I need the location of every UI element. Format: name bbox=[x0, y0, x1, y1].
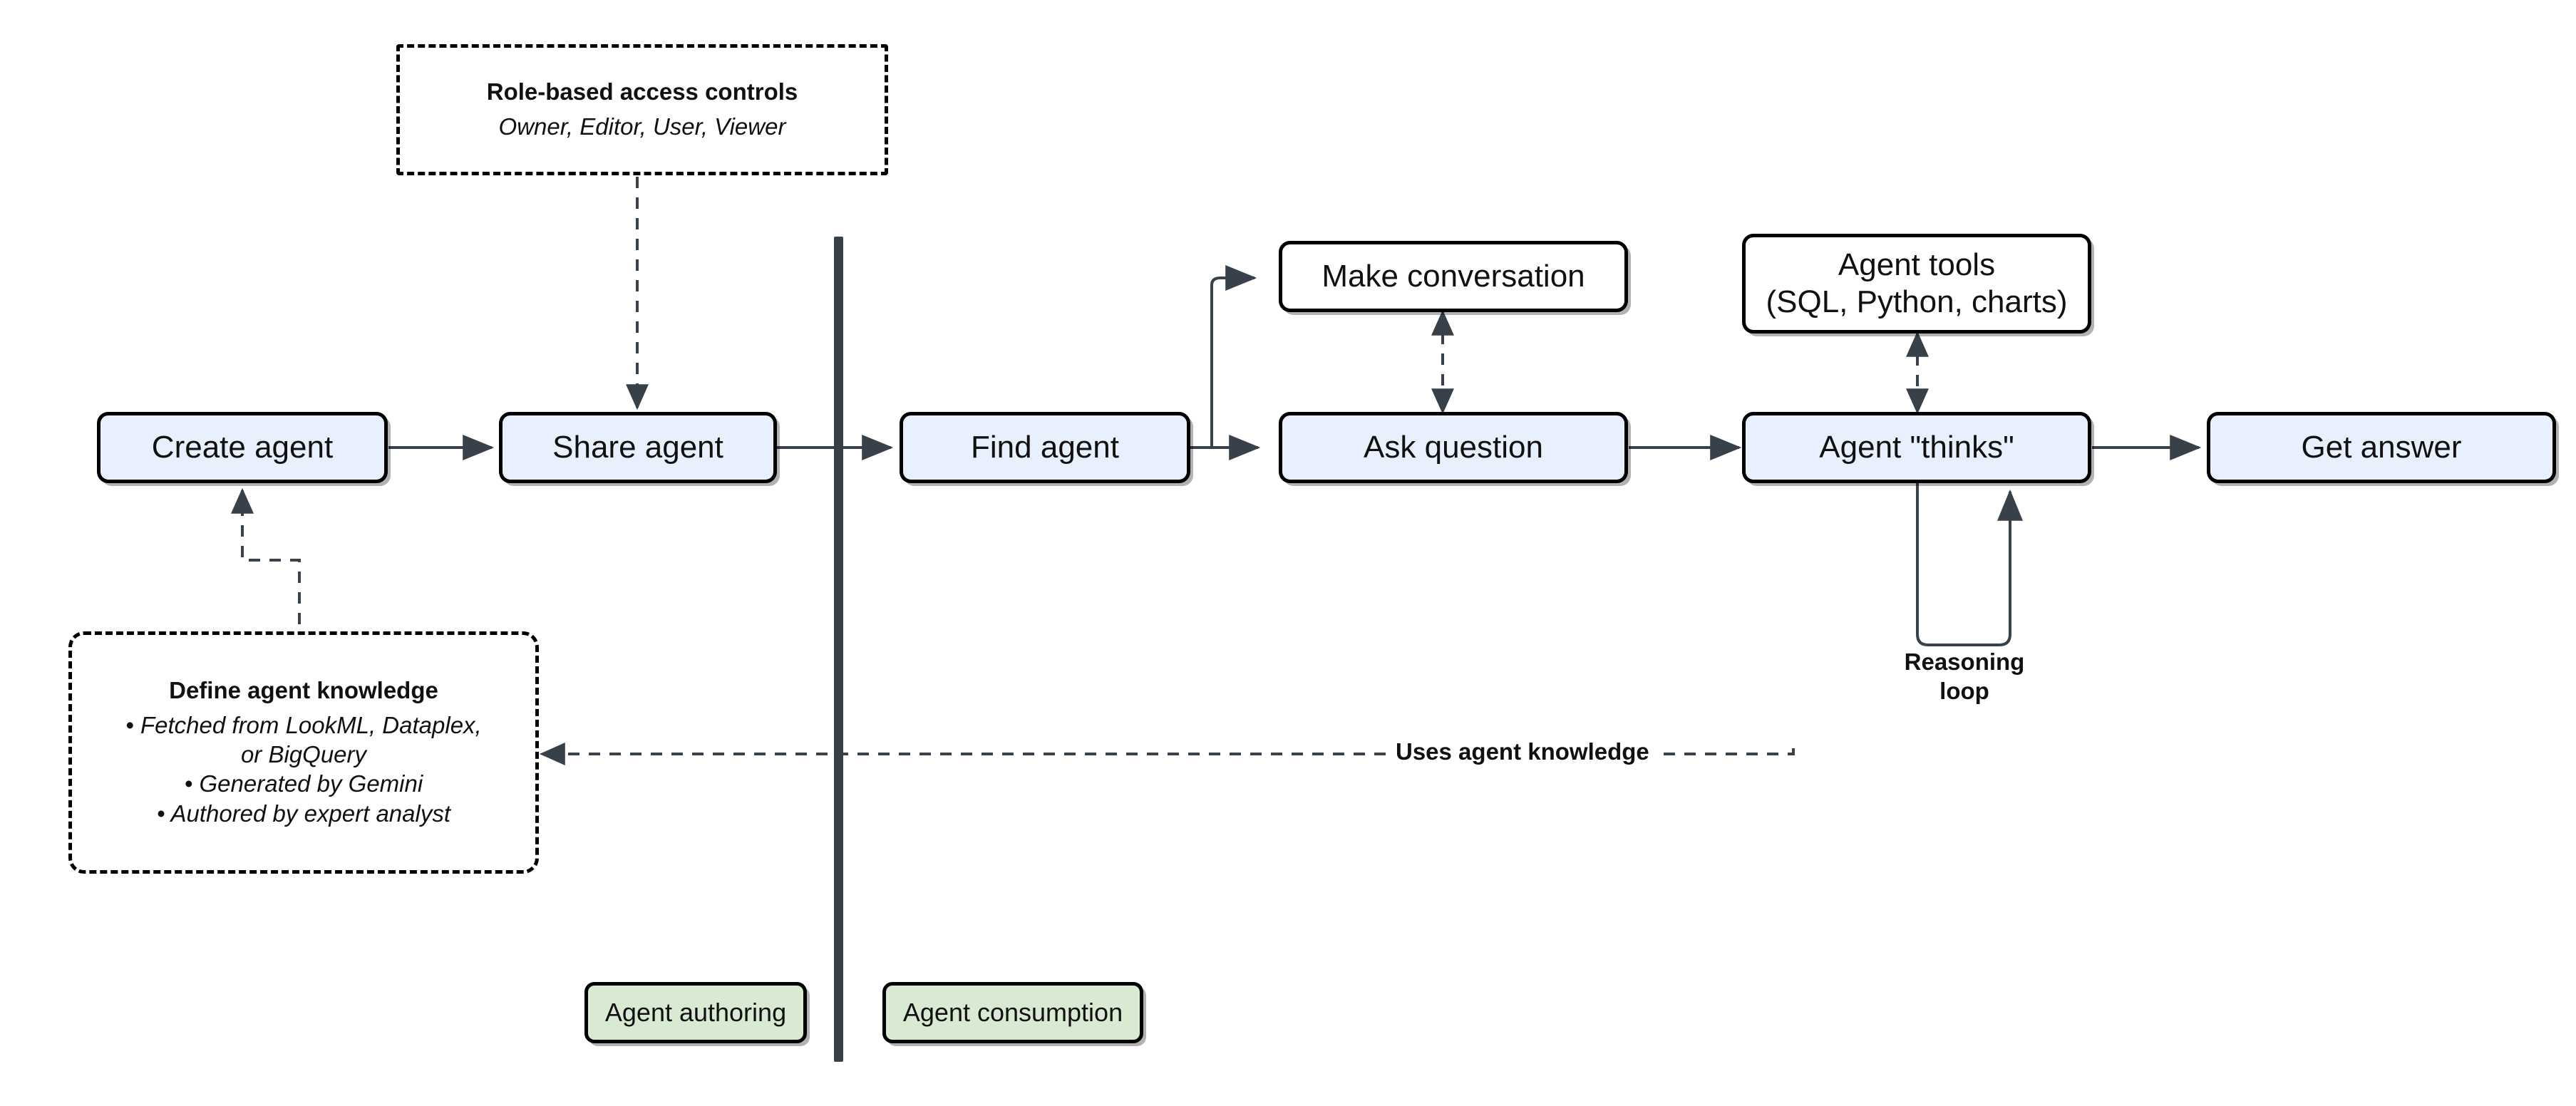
note-define-agent-knowledge: Define agent knowledge • Fetched from Lo… bbox=[68, 631, 539, 874]
rbac-note-subtitle: Owner, Editor, User, Viewer bbox=[498, 113, 786, 140]
legend-agent-consumption-label: Agent consumption bbox=[902, 997, 1123, 1027]
node-get-answer-label: Get answer bbox=[2301, 430, 2462, 465]
node-find-agent-label: Find agent bbox=[971, 430, 1119, 465]
uses-agent-knowledge-text: Uses agent knowledge bbox=[1396, 738, 1649, 765]
edge-label-uses-agent-knowledge: Uses agent knowledge bbox=[1389, 737, 1657, 767]
knowledge-note-bullet-2: • Generated by Gemini bbox=[184, 770, 423, 797]
legend-agent-consumption[interactable]: Agent consumption bbox=[882, 982, 1143, 1043]
node-ask-question[interactable]: Ask question bbox=[1279, 412, 1628, 483]
node-make-conversation-label: Make conversation bbox=[1322, 259, 1585, 294]
node-agent-tools-label-line2: (SQL, Python, charts) bbox=[1766, 284, 2068, 319]
node-share-agent[interactable]: Share agent bbox=[499, 412, 777, 483]
node-make-conversation[interactable]: Make conversation bbox=[1279, 241, 1628, 312]
knowledge-note-bullet-0: • Fetched from LookML, Dataplex, bbox=[125, 711, 482, 738]
knowledge-note-title: Define agent knowledge bbox=[169, 677, 438, 704]
rbac-note-title: Role-based access controls bbox=[486, 78, 798, 105]
node-share-agent-label: Share agent bbox=[552, 430, 723, 465]
node-ask-question-label: Ask question bbox=[1364, 430, 1543, 465]
node-agent-tools-label-line1: Agent tools bbox=[1838, 247, 1996, 283]
section-divider bbox=[834, 237, 843, 1062]
node-get-answer[interactable]: Get answer bbox=[2207, 412, 2556, 483]
reasoning-loop-line1: Reasoning bbox=[1904, 648, 2025, 675]
legend-agent-authoring-label: Agent authoring bbox=[604, 997, 787, 1027]
edge-label-reasoning-loop: Reasoning loop bbox=[1900, 647, 2029, 706]
reasoning-loop-line2: loop bbox=[1939, 678, 1989, 705]
node-find-agent[interactable]: Find agent bbox=[900, 412, 1190, 483]
knowledge-note-bullet-3: • Authored by expert analyst bbox=[156, 800, 451, 827]
node-agent-thinks[interactable]: Agent "thinks" bbox=[1742, 412, 2091, 483]
node-agent-thinks-label: Agent "thinks" bbox=[1819, 430, 2014, 465]
node-agent-tools[interactable]: Agent tools (SQL, Python, charts) bbox=[1742, 234, 2091, 334]
node-create-agent-label: Create agent bbox=[151, 430, 334, 465]
legend-agent-authoring[interactable]: Agent authoring bbox=[584, 982, 807, 1043]
knowledge-note-bullet-1: or BigQuery bbox=[240, 741, 367, 768]
node-create-agent[interactable]: Create agent bbox=[97, 412, 388, 483]
note-role-based-access-controls: Role-based access controls Owner, Editor… bbox=[396, 44, 888, 175]
